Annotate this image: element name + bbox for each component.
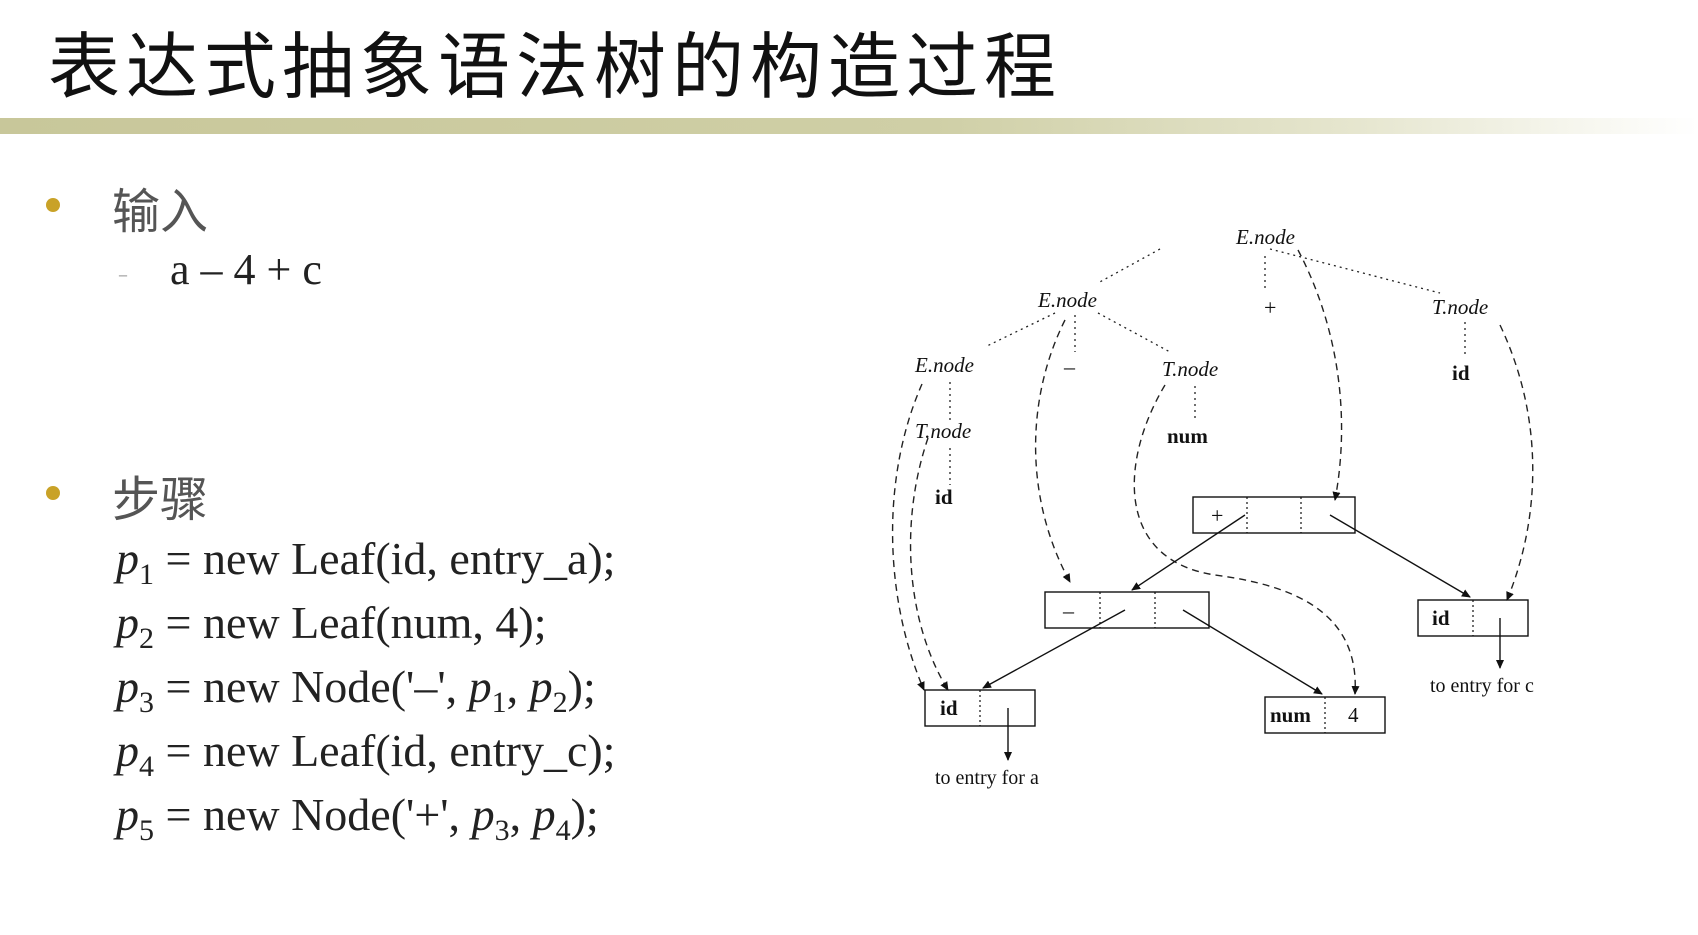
input-expression: a – 4 + c (170, 245, 322, 294)
label-enode-root: E.node (1235, 225, 1295, 249)
parse-tree-edges (949, 248, 1466, 485)
input-heading: 输入 (112, 184, 209, 240)
step-line-3: p3 = new Node('–', p1, p2); (116, 661, 596, 720)
label-entry-a: to entry for a (935, 767, 1039, 789)
bullet-icon (46, 198, 60, 212)
label-id-c: id (1452, 361, 1470, 385)
step-line-1: p1 = new Leaf(id, entry_a); (116, 533, 616, 592)
box-plus-op: + (1211, 503, 1223, 528)
steps-heading: 步骤 (112, 472, 209, 528)
box-num-value: 4 (1348, 703, 1359, 727)
label-tnode-mid: T.node (1162, 357, 1218, 381)
step-line-4: p4 = new Leaf(id, entry_c); (116, 725, 616, 784)
semantic-links (891, 249, 1534, 695)
label-num-token: num (1167, 424, 1208, 448)
box-minus-op: – (1062, 598, 1075, 623)
label-entry-c: to entry for c (1430, 675, 1534, 697)
bullet-icon (46, 486, 60, 500)
sub-bullet-dash: – (118, 262, 128, 286)
label-id-a: id (935, 485, 953, 509)
step-line-5: p5 = new Node('+', p3, p4); (116, 789, 599, 848)
box-separators (979, 497, 1474, 733)
box-id-a: id (940, 696, 958, 720)
label-tnode-right: T.node (1432, 295, 1488, 319)
step-line-2: p2 = new Leaf(num, 4); (116, 597, 547, 656)
label-plus-token: + (1264, 295, 1276, 320)
label-enode-leftmost: E.node (914, 353, 974, 377)
pointer-arrows (982, 514, 1504, 761)
label-tnode-left: T.node (915, 419, 971, 443)
label-enode-left: E.node (1037, 288, 1097, 312)
box-num: num (1270, 703, 1311, 727)
page-title: 表达式抽象语法树的构造过程 (48, 25, 1063, 109)
title-divider-bar (0, 118, 1698, 134)
box-id-c: id (1432, 606, 1450, 630)
label-minus-token: – (1063, 354, 1076, 379)
